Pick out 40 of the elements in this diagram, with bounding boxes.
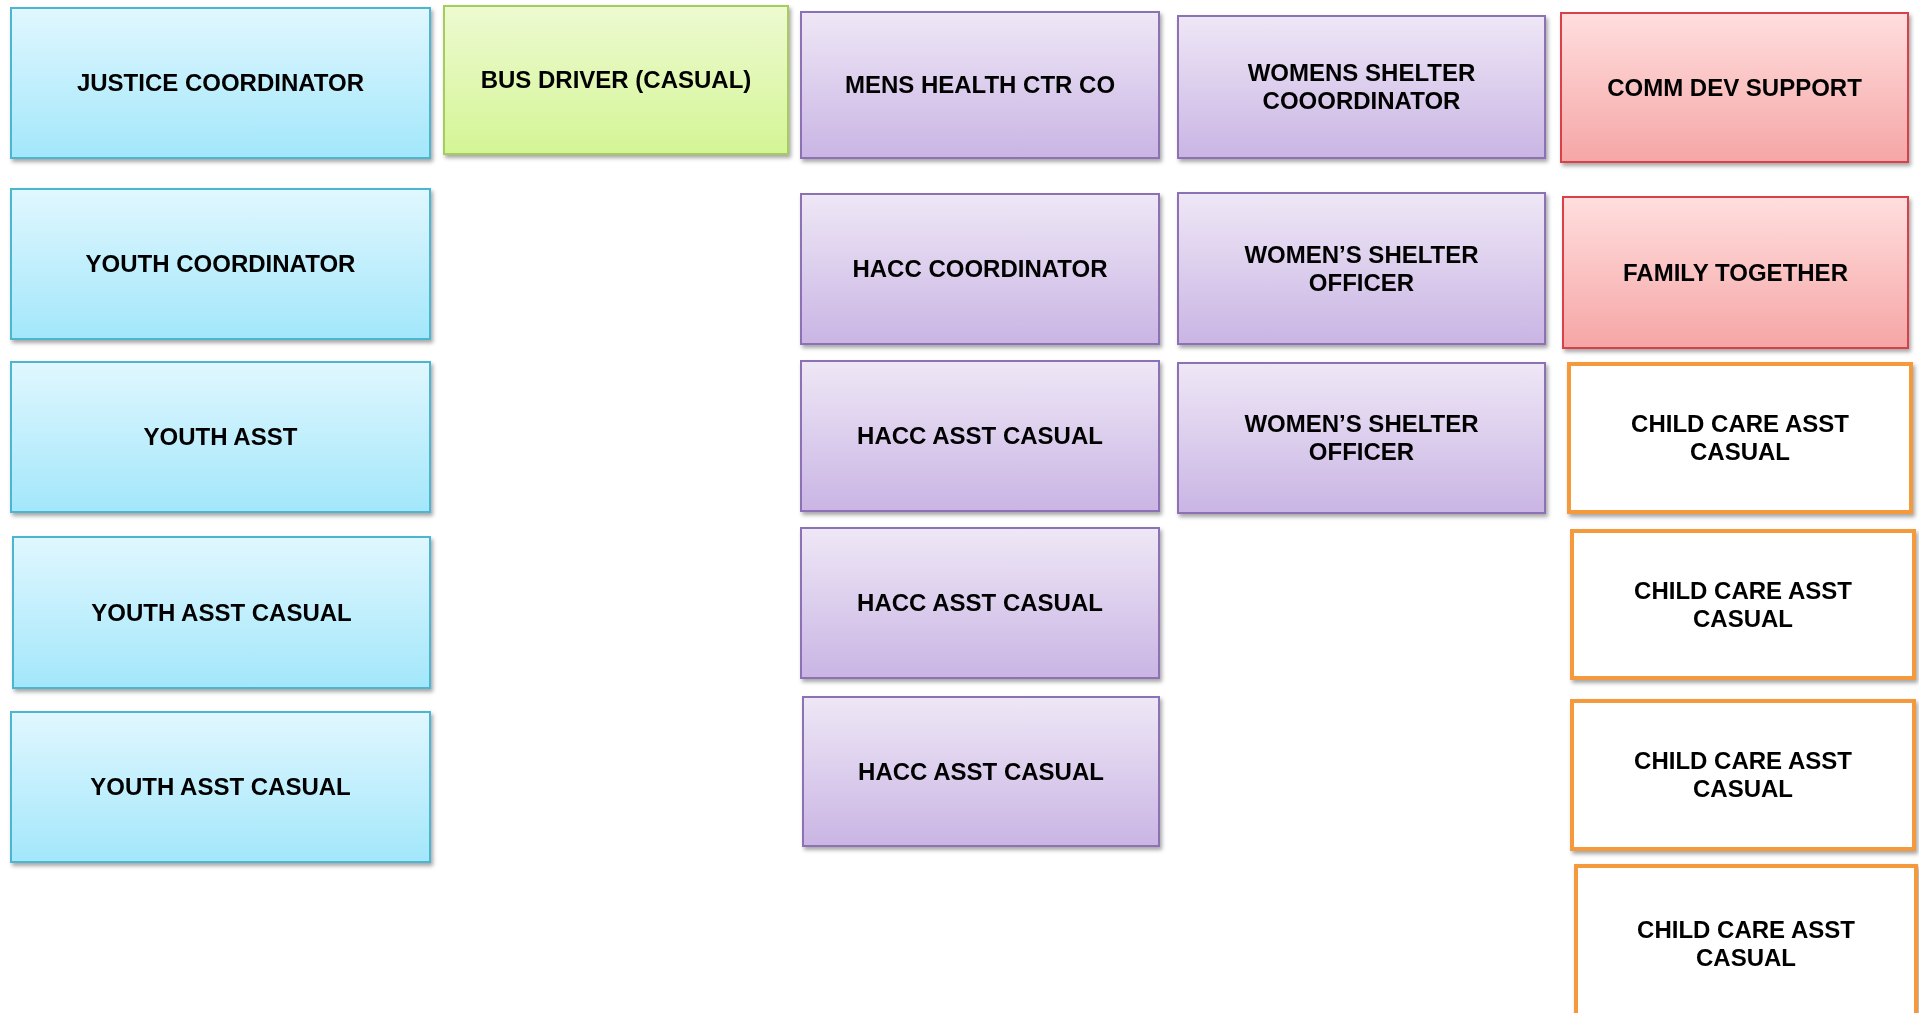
job-box — [800, 193, 1160, 345]
job-box — [443, 5, 789, 155]
job-box — [1574, 864, 1918, 1013]
job-title: YOUTH ASST — [142, 423, 299, 451]
job-box — [800, 11, 1160, 159]
job-box — [1570, 529, 1916, 680]
job-title: CHILD CARE ASST CASUAL — [1633, 747, 1853, 803]
job-box — [1567, 362, 1913, 514]
job-box — [800, 527, 1160, 679]
job-title: COMM DEV SUPPORT — [1606, 73, 1863, 102]
job-box — [1570, 699, 1916, 851]
job-box — [10, 188, 431, 340]
job-title: WOMEN’S SHELTER OFFICER — [1243, 410, 1480, 466]
job-title: HACC ASST CASUAL — [857, 757, 1105, 786]
job-box — [10, 361, 431, 513]
job-title: CHILD CARE ASST CASUAL — [1633, 576, 1853, 633]
job-title: WOMENS SHELTER COOORDINATOR — [1246, 59, 1477, 115]
job-box — [1177, 15, 1546, 159]
job-title: CHILD CARE ASST CASUAL — [1630, 410, 1850, 466]
job-title: HACC ASST CASUAL — [856, 422, 1104, 450]
job-box — [1177, 362, 1546, 514]
job-box — [802, 696, 1160, 847]
job-title: YOUTH ASST CASUAL — [90, 598, 353, 627]
job-title: HACC ASST CASUAL — [856, 589, 1104, 617]
job-box — [10, 7, 431, 159]
job-box — [12, 536, 431, 689]
job-box — [800, 360, 1160, 512]
job-title: FAMILY TOGETHER — [1622, 258, 1849, 287]
job-title: YOUTH ASST CASUAL — [89, 773, 352, 801]
job-box — [1177, 192, 1546, 345]
job-box — [1560, 12, 1909, 163]
job-title: YOUTH COORDINATOR — [84, 250, 357, 278]
job-title: WOMEN’S SHELTER OFFICER — [1243, 240, 1480, 297]
job-title: HACC COORDINATOR — [851, 255, 1109, 283]
job-title: JUSTICE COORDINATOR — [75, 69, 366, 97]
job-box — [1562, 196, 1909, 349]
job-title: MENS HEALTH CTR CO — [843, 71, 1117, 99]
job-title: CHILD CARE ASST CASUAL — [1636, 916, 1856, 972]
job-title: BUS DRIVER (CASUAL) — [479, 66, 753, 94]
job-box — [10, 711, 431, 863]
